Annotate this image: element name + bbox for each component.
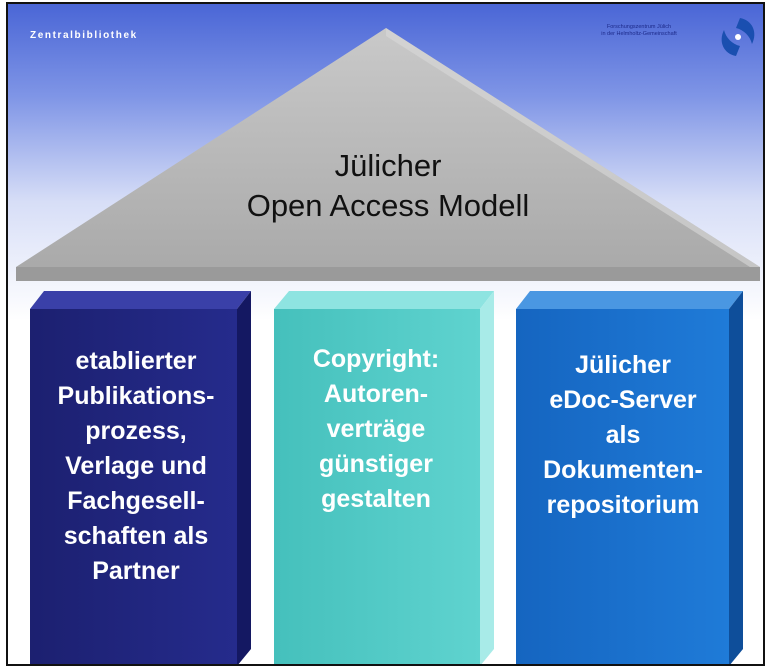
organization-logo-icon [721, 18, 755, 56]
pillar-text-line: Jülicher [575, 351, 671, 379]
pillar-repository [516, 291, 743, 664]
header-institution-label: Zentralbibliothek [30, 30, 138, 41]
pillar-text-line: als [605, 421, 641, 449]
pillar-repository-text: Jülicher eDoc-Server als Dokumenten- rep… [516, 348, 730, 523]
roof-title-line1: Jülicher [334, 148, 442, 183]
pillar-copyright [274, 291, 494, 664]
pillar-text-line: Copyright: [312, 345, 440, 373]
roof-title-line2: Open Access Modell [246, 188, 530, 223]
pillar-text-line: Dokumenten- [543, 456, 703, 484]
pillar-text-line: Publikations- [57, 382, 215, 410]
roof-title: Jülicher Open Access Modell [178, 146, 598, 226]
pillar-text-line: günstiger [319, 450, 433, 478]
pillar-text-line: gestalten [321, 485, 431, 513]
header-org-line2: in der Helmholtz-Gemeinschaft [601, 31, 677, 37]
roof [16, 28, 760, 281]
pillar-text-line: Autoren- [323, 380, 429, 408]
house-diagram [16, 28, 760, 664]
pillar-copyright-text: Copyright: Autoren- verträge günstiger g… [274, 342, 478, 517]
pillar-text-line: Verlage und [65, 452, 207, 480]
pillar-text-line: schaften als [63, 522, 209, 550]
pillar-text-line: eDoc-Server [549, 386, 697, 414]
pillar-text-line: Fachgesell- [67, 487, 205, 515]
pillar-text-line: prozess, [85, 417, 187, 445]
pillar-publishing-text: etablierter Publikations- prozess, Verla… [32, 344, 240, 589]
pillar-text-line: repositorium [546, 491, 700, 519]
pillar-text-line: Partner [92, 557, 180, 585]
pillar-publishing [30, 291, 251, 664]
pillar-text-line: verträge [326, 415, 426, 443]
header-org-line1: Forschungszentrum Jülich [606, 24, 672, 30]
pillar-text-line: etablierter [75, 347, 197, 375]
header-organization-label: Forschungszentrum Jülich in der Helmholt… [564, 24, 714, 38]
slide: Zentralbibliothek Forschungszentrum Jüli… [6, 2, 765, 666]
